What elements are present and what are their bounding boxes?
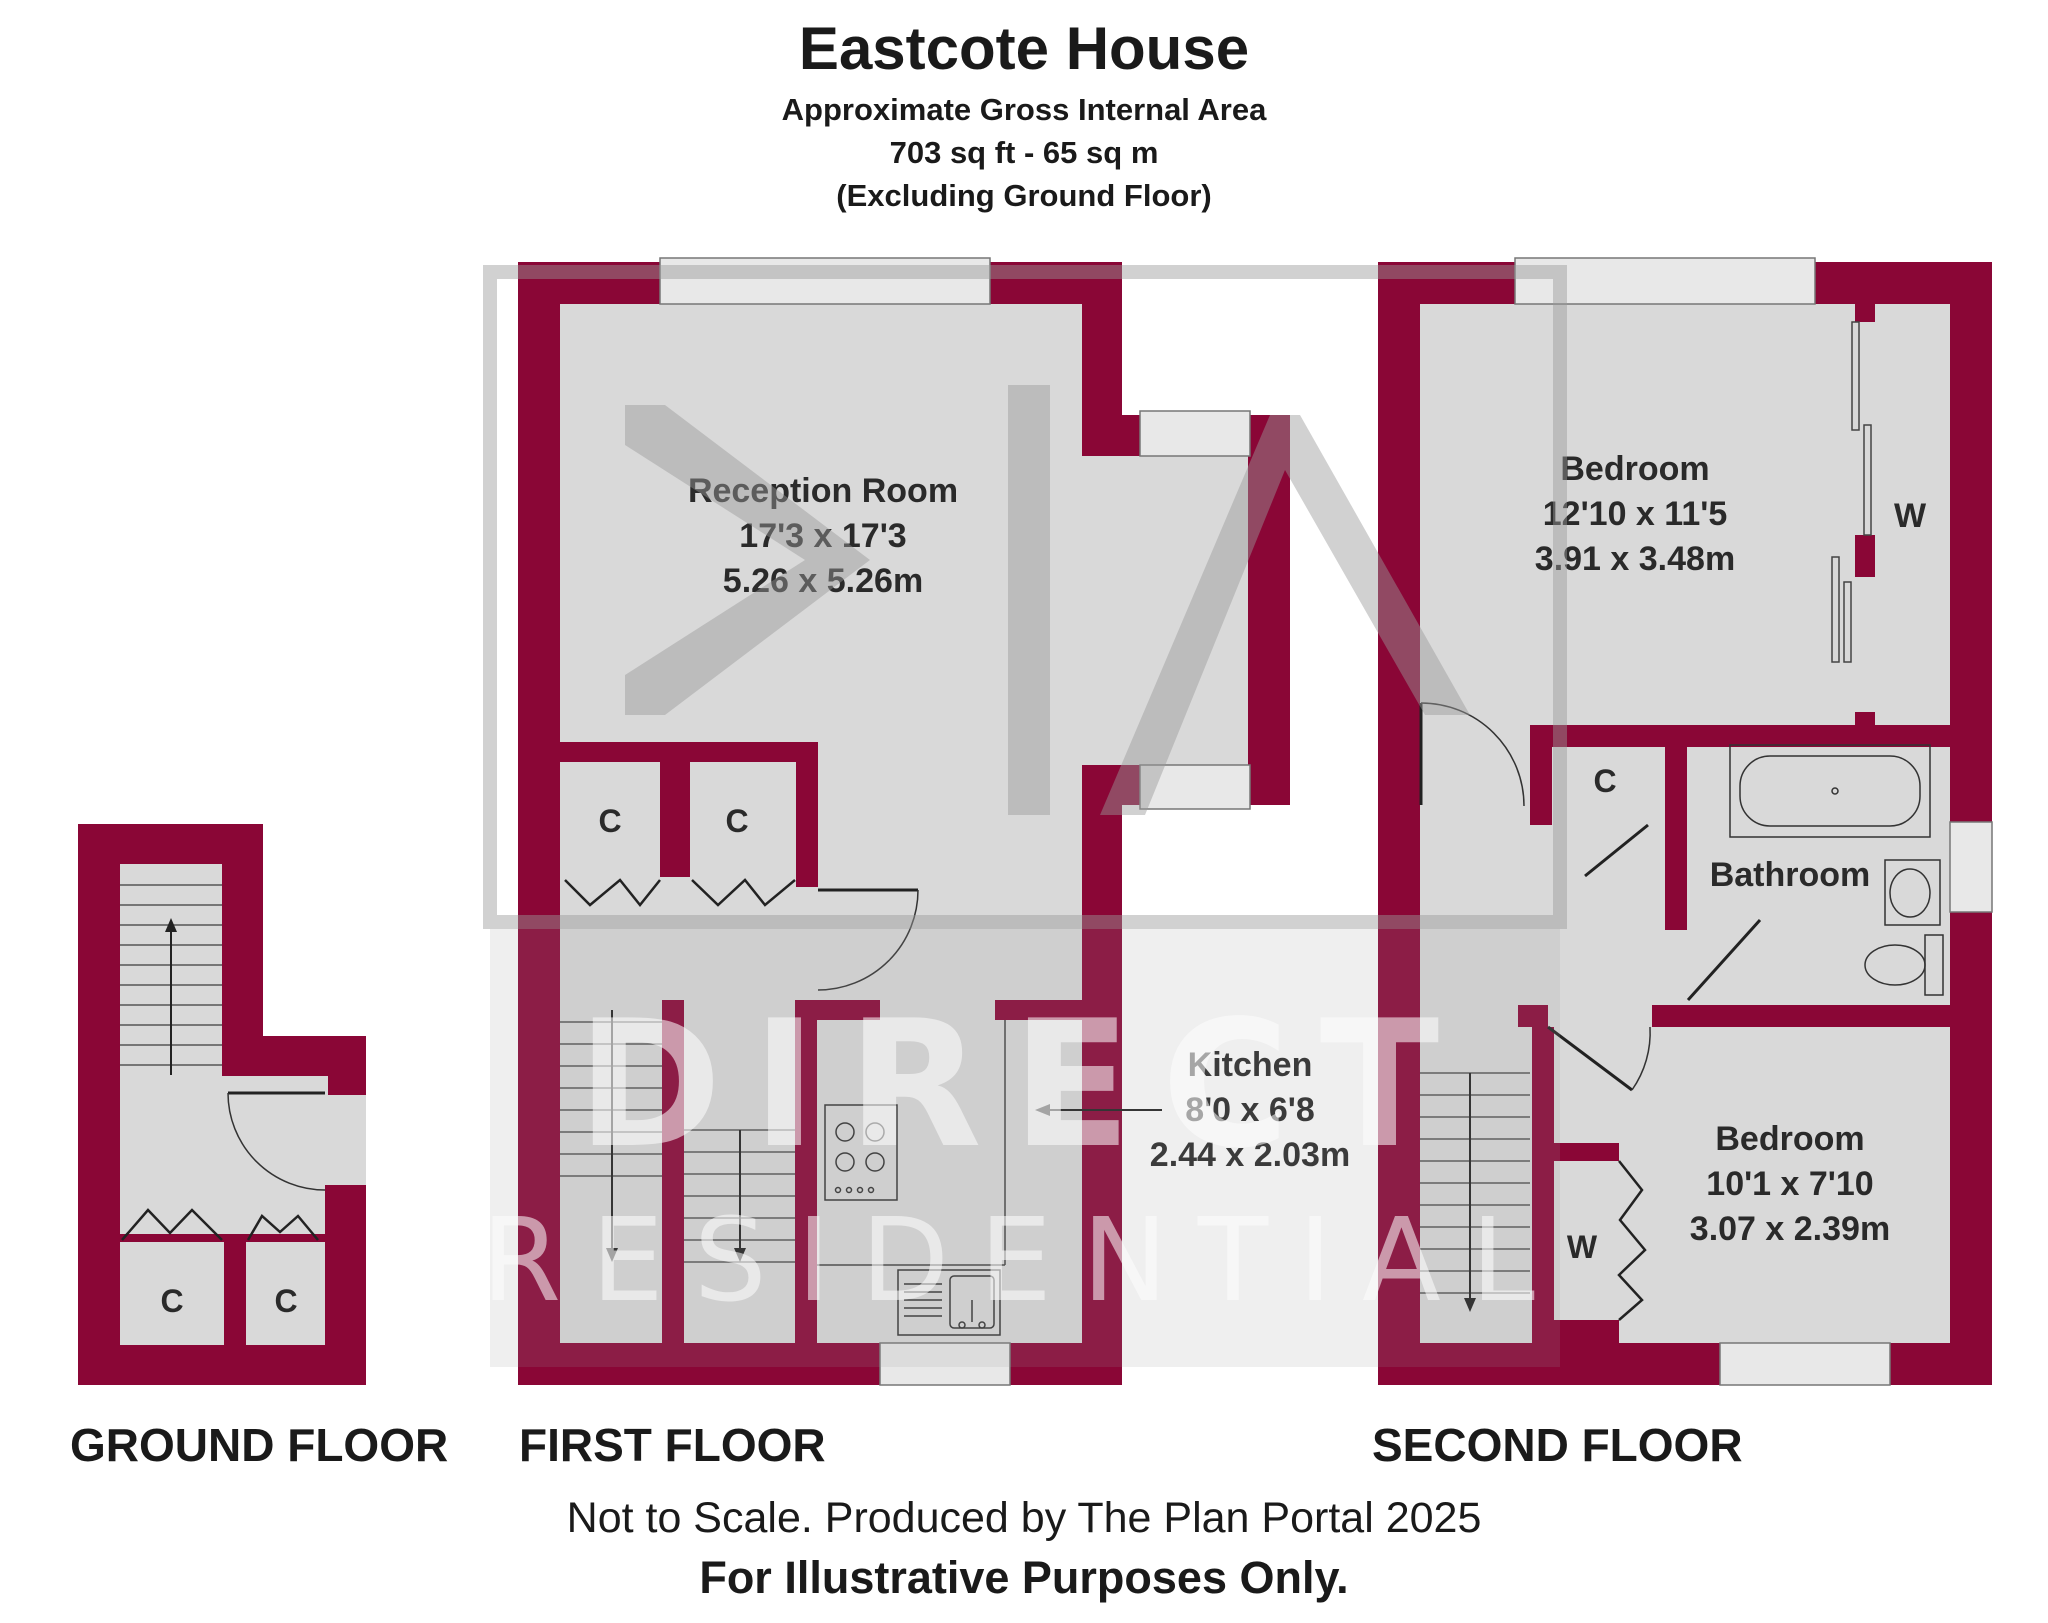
wardrobe-wall-stub-bottom xyxy=(1855,712,1875,727)
kitchen-name: Kitchen xyxy=(1188,1046,1313,1084)
first-cupboard-left-label: C xyxy=(598,803,621,839)
plan-title: Eastcote House xyxy=(798,15,1250,82)
watermark-residential: RESIDENTIAL xyxy=(481,1194,1565,1328)
bay-wall-upper xyxy=(1082,304,1122,456)
bedroom2-top-wall xyxy=(1518,1005,1548,1027)
reception-imperial: 17'3 x 17'3 xyxy=(739,517,906,555)
first-floor-window-top xyxy=(659,257,991,305)
footer-disclaimer: Not to Scale. Produced by The Plan Porta… xyxy=(566,1494,1482,1542)
ground-floor-stairs xyxy=(120,884,222,1075)
wardrobe-sliding-doors xyxy=(1831,321,1872,663)
bathroom-left-wall-lower xyxy=(1665,890,1687,930)
first-cupboards-right-wall xyxy=(796,762,818,887)
bathroom-window xyxy=(1949,821,1993,913)
area-note: (Excluding Ground Floor) xyxy=(836,178,1212,213)
bedroom2-wardrobe-doors xyxy=(1617,1160,1647,1321)
hob-icon xyxy=(824,1104,898,1201)
bedroom2-wardrobe-wall xyxy=(1554,1143,1619,1161)
first-floor-window-bay-bottom xyxy=(1139,764,1251,810)
reception-metric: 5.26 x 5.26m xyxy=(723,562,923,600)
bedroom2-wardrobe-label: W xyxy=(1567,1229,1598,1265)
second-floor-plan: W C Bathroom xyxy=(1378,257,1993,1386)
stairs-divider-2 xyxy=(795,1000,817,1343)
reception-name: Reception Room xyxy=(688,472,958,510)
bedroom1-door-swing xyxy=(1420,702,1525,807)
bathroom-door xyxy=(1686,918,1762,1002)
area-value: 703 sq ft - 65 sq m xyxy=(889,135,1159,170)
first-floor-stairs xyxy=(560,1010,795,1263)
first-floor-window-bottom xyxy=(879,1342,1011,1386)
second-floor-window-top xyxy=(1514,257,1816,305)
wardrobe-wall-stub-top xyxy=(1855,304,1875,322)
kitchen-wall-top-left xyxy=(817,1000,880,1020)
bedroom1-wardrobe-label: W xyxy=(1894,497,1927,535)
ground-floor-door-opening xyxy=(325,1095,366,1185)
kitchen-imperial: 8'0 x 6'8 xyxy=(1185,1091,1315,1129)
ground-floor-label: GROUND FLOOR xyxy=(70,1419,449,1471)
footer-illustrative: For Illustrative Purposes Only. xyxy=(699,1552,1349,1603)
first-floor-label: FIRST FLOOR xyxy=(519,1419,826,1471)
bedroom1-imperial: 12'10 x 11'5 xyxy=(1543,495,1727,533)
ground-cupboard-left-label: C xyxy=(160,1283,183,1319)
first-cupboard-right-label: C xyxy=(725,803,748,839)
bedroom2-name: Bedroom xyxy=(1715,1120,1864,1158)
first-cupboards-top-wall xyxy=(560,742,818,762)
wardrobe-wall-stub-mid xyxy=(1855,535,1875,577)
bedroom2-door-swing xyxy=(1631,1026,1651,1091)
ground-cupboard-right-label: C xyxy=(274,1283,297,1319)
second-floor-label: SECOND FLOOR xyxy=(1372,1419,1743,1471)
bath-icon xyxy=(1729,744,1931,838)
bedroom2-metric: 3.07 x 2.39m xyxy=(1690,1210,1890,1248)
washbasin-icon xyxy=(1884,859,1941,926)
ground-cupboard-divider xyxy=(224,1240,246,1345)
landing-cupboard-door xyxy=(1584,823,1649,878)
bedroom1-bottom-wall xyxy=(1532,725,1950,747)
bathroom-name: Bathroom xyxy=(1710,856,1871,894)
kitchen-arrow-icon xyxy=(1035,1104,1162,1116)
ground-cupboard-top-wall xyxy=(120,1234,325,1242)
bedroom2-left-wall xyxy=(1532,1027,1554,1343)
ground-floor-plan: C C xyxy=(78,824,366,1385)
ground-floor-door-swing xyxy=(227,1092,326,1191)
landing-cupboard-label: C xyxy=(1593,763,1616,799)
sink-icon xyxy=(897,1269,1001,1336)
kitchen-metric: 2.44 x 2.03m xyxy=(1150,1136,1350,1174)
stairs-divider-1 xyxy=(662,1000,684,1343)
kitchen-wall-top-right xyxy=(995,1000,1085,1020)
second-floor-window-bottom xyxy=(1719,1342,1891,1386)
ground-cupboard-doors xyxy=(121,1208,319,1241)
area-label: Approximate Gross Internal Area xyxy=(781,92,1267,127)
first-floor-window-bay-top xyxy=(1139,410,1251,457)
first-floor-interior xyxy=(560,304,1248,1343)
bedroom2-imperial: 10'1 x 7'10 xyxy=(1706,1165,1873,1203)
landing-cupboard-left-wall xyxy=(1530,725,1552,825)
toilet-icon xyxy=(1864,934,1944,996)
bedroom2-wardrobe-wall-bottom xyxy=(1554,1320,1619,1343)
bedroom1-metric: 3.91 x 3.48m xyxy=(1535,540,1735,578)
bathroom-bottom-wall xyxy=(1652,1005,1950,1027)
first-cupboard-doors xyxy=(564,878,796,908)
watermark-logo xyxy=(483,265,1567,1367)
landing-cupboard-right-wall xyxy=(1665,747,1687,892)
first-cupboards-divider xyxy=(660,762,690,877)
reception-door-swing xyxy=(817,889,919,991)
second-floor-stairs xyxy=(1420,1072,1530,1312)
first-floor-plan: C C xyxy=(518,257,1350,1386)
watermark-direct: DIRECT xyxy=(577,984,1469,1187)
bedroom1-name: Bedroom xyxy=(1560,450,1709,488)
bedroom2-door xyxy=(1547,1025,1633,1092)
